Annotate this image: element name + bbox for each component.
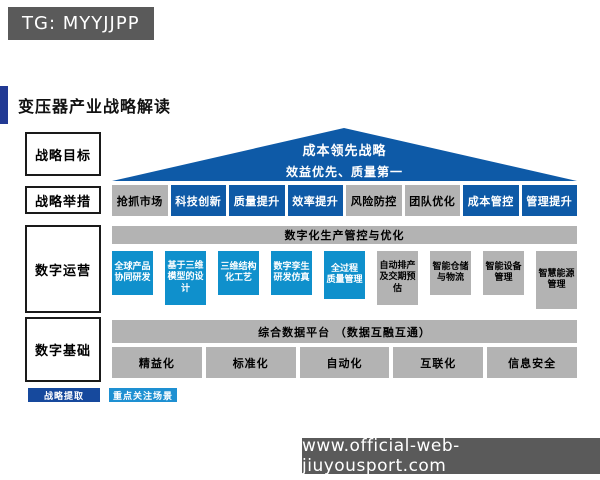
ops-item: 智能设备 管理 [483,251,524,295]
roof-triangle [112,128,577,181]
measure-item: 团队优化 [404,185,460,216]
foundation-item: 互联化 [393,347,484,378]
data-platform-bar: 综合数据平台 （数据互融互通） [112,320,577,343]
foundation-item: 标准化 [205,347,296,378]
row-label-strategic-measures: 战略举措 [25,186,101,214]
legend-strategy-extraction: 战略提取 [28,388,100,402]
ops-item: 自动排产 及交期预 估 [377,251,418,305]
foundation-item: 信息安全 [487,347,577,378]
ops-item: 基于三维 模型的设 计 [165,251,206,305]
title-row: 变压器产业战略解读 [0,86,171,124]
ops-item: 智能仓储 与物流 [430,251,471,295]
foundation-row: 精益化 标准化 自动化 互联化 信息安全 [112,347,577,378]
measure-item: 成本管控 [463,185,519,216]
legend-key-focus-scenarios: 重点关注场景 [109,388,177,402]
measure-item: 管理提升 [521,185,577,216]
strategic-measures-row: 抢抓市场 科技创新 质量提升 效率提升 风险防控 团队优化 成本管控 管理提升 [112,185,577,216]
row-label-digital-operations: 数字运营 [25,225,101,313]
foundation-item: 精益化 [112,347,202,378]
page-title: 变压器产业战略解读 [18,97,172,116]
measure-item: 质量提升 [229,185,285,216]
foundation-item: 自动化 [299,347,390,378]
row-label-strategic-goals: 战略目标 [25,132,101,176]
ops-item: 三维结构 化工艺 [218,251,259,295]
telegram-badge: TG: MYYJJPP [8,7,154,40]
ops-item: 数字孪生 研发仿真 [271,251,312,295]
title-accent-bar [0,86,8,124]
measure-item: 风险防控 [346,185,402,216]
ops-item: 全球产品 协同研发 [112,251,153,295]
ops-item: 智慧能源 管理 [536,251,577,309]
measure-item: 效率提升 [287,185,343,216]
row-label-digital-foundation: 数字基础 [25,317,101,382]
measure-item: 科技创新 [170,185,226,216]
measure-item: 抢抓市场 [112,185,168,216]
ops-header-bar: 数字化生产管控与优化 [112,226,577,244]
footer-url: www.official-web-jiuyousport.com [302,436,600,476]
ops-items-row: 全球产品 协同研发 基于三维 模型的设 计 三维结构 化工艺 数字孪生 研发仿真… [112,251,577,309]
ops-item: 全过程 质量管理 [324,251,365,299]
